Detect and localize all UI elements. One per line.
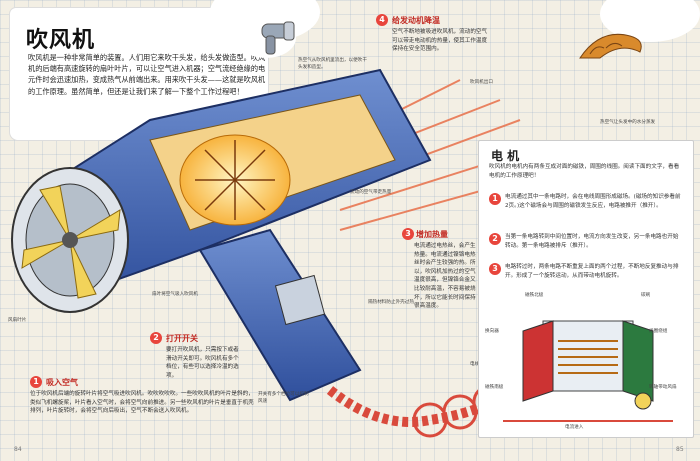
page-number-right: 85 — [676, 446, 684, 453]
callout-title: 打开开关 — [166, 334, 198, 343]
motor-intro: 吹风机的电机内有两条互成对面的磁铁，周围的线圈。阅读下面的文字，看看电机的工作原… — [489, 164, 680, 179]
label-brush: 碳刷 — [641, 293, 651, 298]
motor-diagram — [503, 320, 673, 422]
callout-number: 2 — [150, 332, 162, 344]
label-rotor: 线圈绕组 — [649, 329, 668, 334]
step-number: 3 — [489, 263, 501, 275]
callout-text: 空气不断地被吸进吹风机，流动的空气可以带走电动机的热量，使其工作温度保持在安全范… — [392, 29, 488, 53]
hair-dryer-icon — [261, 21, 295, 55]
intro-text: 吹风机是一种非常简单的装置。人们用它来吹干头发，给头发做造型。吹风机的后端有高速… — [28, 53, 266, 96]
callout-text: 电流通过电热丝，会产生热量。电流通过镍铬电热丝时会产生较强的热。所以，吹风机加热… — [414, 243, 476, 310]
callout-number: 4 — [376, 14, 388, 26]
label-axle: 转轴带动风扇 — [649, 385, 677, 390]
step-number: 1 — [489, 193, 501, 205]
step-number: 2 — [489, 233, 501, 245]
callout-text: 位于吹风机后端的旋转叶片将空气吸进吹风机。吹吹吹吹吹。一些吹吹风机的叶片是斜的，… — [30, 391, 254, 415]
hair-icon — [579, 33, 642, 59]
caption-fan-blades: 风扇叶片 — [8, 318, 27, 323]
label-magnet-top: 磁铁北极 — [525, 293, 544, 298]
callout-number: 1 — [30, 376, 42, 388]
motor-panel: 电 机 吹风机的电机内有两条互成对面的磁铁，周围的线圈。阅读下面的文字，看看电机… — [478, 140, 694, 438]
label-commutator: 换向器 — [485, 329, 499, 334]
callout-title: 增加热量 — [416, 230, 448, 239]
callout-title: 给发动机降温 — [392, 16, 440, 25]
caption-insulation: 隔热材料防止外壳过热 — [368, 300, 414, 305]
motor-title: 电 机 — [491, 149, 520, 163]
step-text: 电路转过时，两条电路不断重复上面的两个过程，不断地反复推动与排开。形成了一个旋转… — [505, 264, 679, 279]
page-number-left: 84 — [14, 446, 22, 453]
step-text: 当第一条电路转到中间位置时，电流方向发生改变，另一条电路也开始转动。第一条电路被… — [505, 234, 679, 249]
caption-hair-note: 热空气让头发中的水分蒸发 — [600, 120, 656, 125]
step-text: 电流通过其中一条电路时，会在电线周围形成磁场。(磁场的知识参看前2页。)这个磁场… — [505, 194, 681, 209]
caption-switch: 开关有多个档位可以控制风速 — [258, 392, 309, 404]
callout-number: 3 — [402, 228, 414, 240]
caption-heat-note: 热空气从吹风机里流出，以便吹干头发和造型。 — [298, 58, 367, 70]
label-current: 电流进入 — [565, 425, 584, 430]
caption-hot-air: 流动的空气带走热量 — [350, 190, 392, 195]
page-title: 吹风机 — [26, 28, 96, 53]
callout-text: 要打开吹风机，只需按下或者滑动开关即可。吹风机有多个档位，有些可以选择冷温的选项… — [166, 347, 239, 379]
callout-title: 吸入空气 — [46, 378, 78, 387]
label-magnet-bottom: 磁铁南极 — [485, 385, 504, 390]
caption-nozzle: 吹风机出口 — [470, 80, 493, 85]
caption-fan: 扇叶将空气吸入吹风机 — [152, 292, 198, 297]
dryer-cutaway-illustration — [11, 68, 544, 438]
